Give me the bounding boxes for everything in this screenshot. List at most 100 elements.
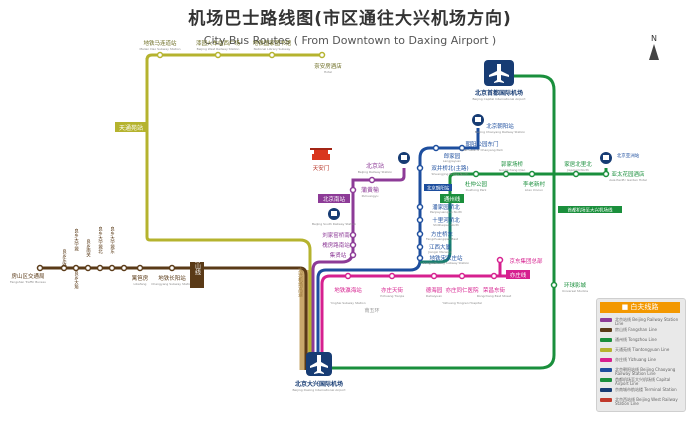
- route-line-yizhuang: [320, 264, 528, 370]
- legend-panel: [596, 298, 686, 412]
- station-label: 江西大厦: [429, 243, 452, 251]
- station-box-yizhuang: [506, 270, 530, 279]
- station-label: 良乡南关: [86, 238, 91, 259]
- station-label: 亦庄天街: [381, 286, 404, 294]
- station-label: 潘家园桥北: [432, 203, 460, 211]
- station-dot: [84, 264, 92, 272]
- legend-item: 首都机场至大兴机场线 Capital Airport Line: [600, 378, 681, 388]
- north-label: N: [651, 34, 657, 43]
- station-dot: [108, 264, 116, 272]
- station-dot: [368, 176, 376, 184]
- airport-label-en: Beijing Daxing International Airport: [292, 388, 346, 392]
- station-dot: [349, 186, 357, 194]
- station-dot: [168, 264, 176, 272]
- station-label: 奈安房酒店: [314, 62, 342, 70]
- station-label-en: Yizhuang Tongren Hospital: [442, 301, 482, 305]
- station-label: 北京站: [366, 162, 384, 170]
- station-label-en: Beijing Chaoyang Railway Station: [475, 130, 526, 134]
- station-label: 京东集团总部: [509, 257, 543, 265]
- station-box-label: 通州线: [444, 195, 461, 203]
- station-label: 良乡大学城东: [110, 225, 115, 254]
- station-label: 地铁长阳站: [158, 274, 186, 282]
- airport-label: 北京大兴国际机场: [295, 380, 343, 388]
- station-label-en: Dehaiyuan: [426, 294, 442, 298]
- station-dot: [349, 231, 357, 239]
- station-label-en: Shuangjing Bridge North: [432, 172, 469, 176]
- legend-swatch: [600, 348, 612, 352]
- station-dot: [416, 254, 424, 262]
- station-dot: [96, 264, 104, 272]
- railway-station-icon: [600, 152, 612, 164]
- station-label-en: Jiangxi Mansion: [427, 250, 451, 254]
- station-label-en: Changyang Subway Station: [151, 282, 193, 286]
- legend-swatch: [600, 328, 612, 332]
- railway-station-icon: [472, 114, 484, 126]
- station-label: 北京朝阳站: [486, 122, 514, 130]
- station-dot: [416, 164, 424, 172]
- tiananmen-icon: [310, 148, 332, 160]
- station-dot: [528, 170, 536, 178]
- station-label-en: Songjiazhuang Subway Station: [423, 261, 470, 265]
- station-label: 篱笆房: [132, 274, 149, 282]
- station-box-label: 亦庄线: [510, 271, 527, 279]
- station-label-en: Beijing West Railway Station: [197, 47, 240, 51]
- legend-swatch: [600, 358, 612, 362]
- legend-title: ■ 白夫线路: [600, 302, 680, 313]
- station-dot: [344, 272, 352, 280]
- station-label-en: Langjiayuan: [443, 159, 461, 163]
- map-title-en: City Bus Routes ( From Downtown to Daxin…: [203, 34, 497, 47]
- station-box-fangshan: [190, 262, 204, 288]
- route-line-fangshan: [40, 266, 308, 370]
- station-label-en: East Gate of Chaoyang Park: [461, 148, 503, 152]
- route-line-tiantongyuan: [145, 58, 312, 370]
- route-line-chaoyang: [316, 128, 480, 370]
- station-label-en: Puhuangyu: [362, 194, 379, 198]
- station-box-tiantongyuan: [115, 122, 147, 132]
- station-dot: [416, 216, 424, 224]
- legend-label: 亦庄线 Yizhuang Line: [615, 357, 656, 362]
- legend-item: 北京朝阳站线 Beijing Chaoyang Railway Station …: [600, 368, 681, 378]
- station-dot: [458, 144, 466, 152]
- station-label: 北京亚洲站: [617, 152, 640, 159]
- route-line-tiantongyuan-top: [145, 53, 322, 61]
- station-dot: [72, 264, 80, 272]
- station-label: 郭家场桥: [501, 160, 524, 168]
- airport-label-en: Beijing Capital International Airport: [472, 97, 526, 101]
- station-dot: [36, 264, 44, 272]
- legend-item: 亦庄线 Yizhuang Line: [600, 358, 681, 368]
- station-dot: [550, 281, 558, 289]
- station-label: 双井桥北(主路): [431, 164, 468, 172]
- station-label: 漆园火车站西广场: [196, 39, 241, 47]
- route-line-tongzhou-link: [420, 200, 452, 264]
- station-dot: [572, 170, 580, 178]
- north-arrow-icon: N: [644, 34, 664, 66]
- station-dot: [318, 51, 326, 59]
- station-label-en: Hotel: [324, 70, 332, 74]
- station-label: 十里河桥北: [432, 216, 460, 224]
- legend-item: 北京站线 Beijing Railway Station Line: [600, 318, 681, 328]
- airport-label: 北京首都国际机场: [475, 89, 523, 97]
- station-label: 良乡大角: [74, 270, 79, 291]
- expressway-label: 大兴机场高速: [297, 266, 303, 298]
- station-dot: [120, 264, 128, 272]
- station-dot: [490, 272, 498, 280]
- railway-station-icon: [398, 152, 410, 164]
- station-box-capital-airport-line: [558, 206, 622, 213]
- station-dot: [416, 230, 424, 238]
- station-box-label: 天通苑站: [119, 124, 143, 132]
- station-label-en: Malian Dao Subway Station: [139, 47, 180, 51]
- station-label: 方庄桥东: [431, 230, 454, 238]
- station-label-en: Rongchang East Street: [477, 294, 512, 298]
- station-label: 李老新村: [523, 180, 546, 188]
- legend-swatch: [600, 388, 612, 392]
- station-dot: [430, 272, 438, 280]
- station-label: 良乡大学城北: [98, 225, 103, 255]
- station-dot: [156, 51, 164, 59]
- station-label: 环球影城: [564, 281, 587, 289]
- station-label: 朝阳公园东门: [465, 140, 498, 148]
- station-dot: [268, 51, 276, 59]
- station-box-chaoyang: [424, 184, 452, 191]
- station-label: 地铁瀛海站: [334, 286, 362, 294]
- station-label-en: National Library Subway: [254, 47, 291, 51]
- road-label: 南五环: [364, 307, 379, 314]
